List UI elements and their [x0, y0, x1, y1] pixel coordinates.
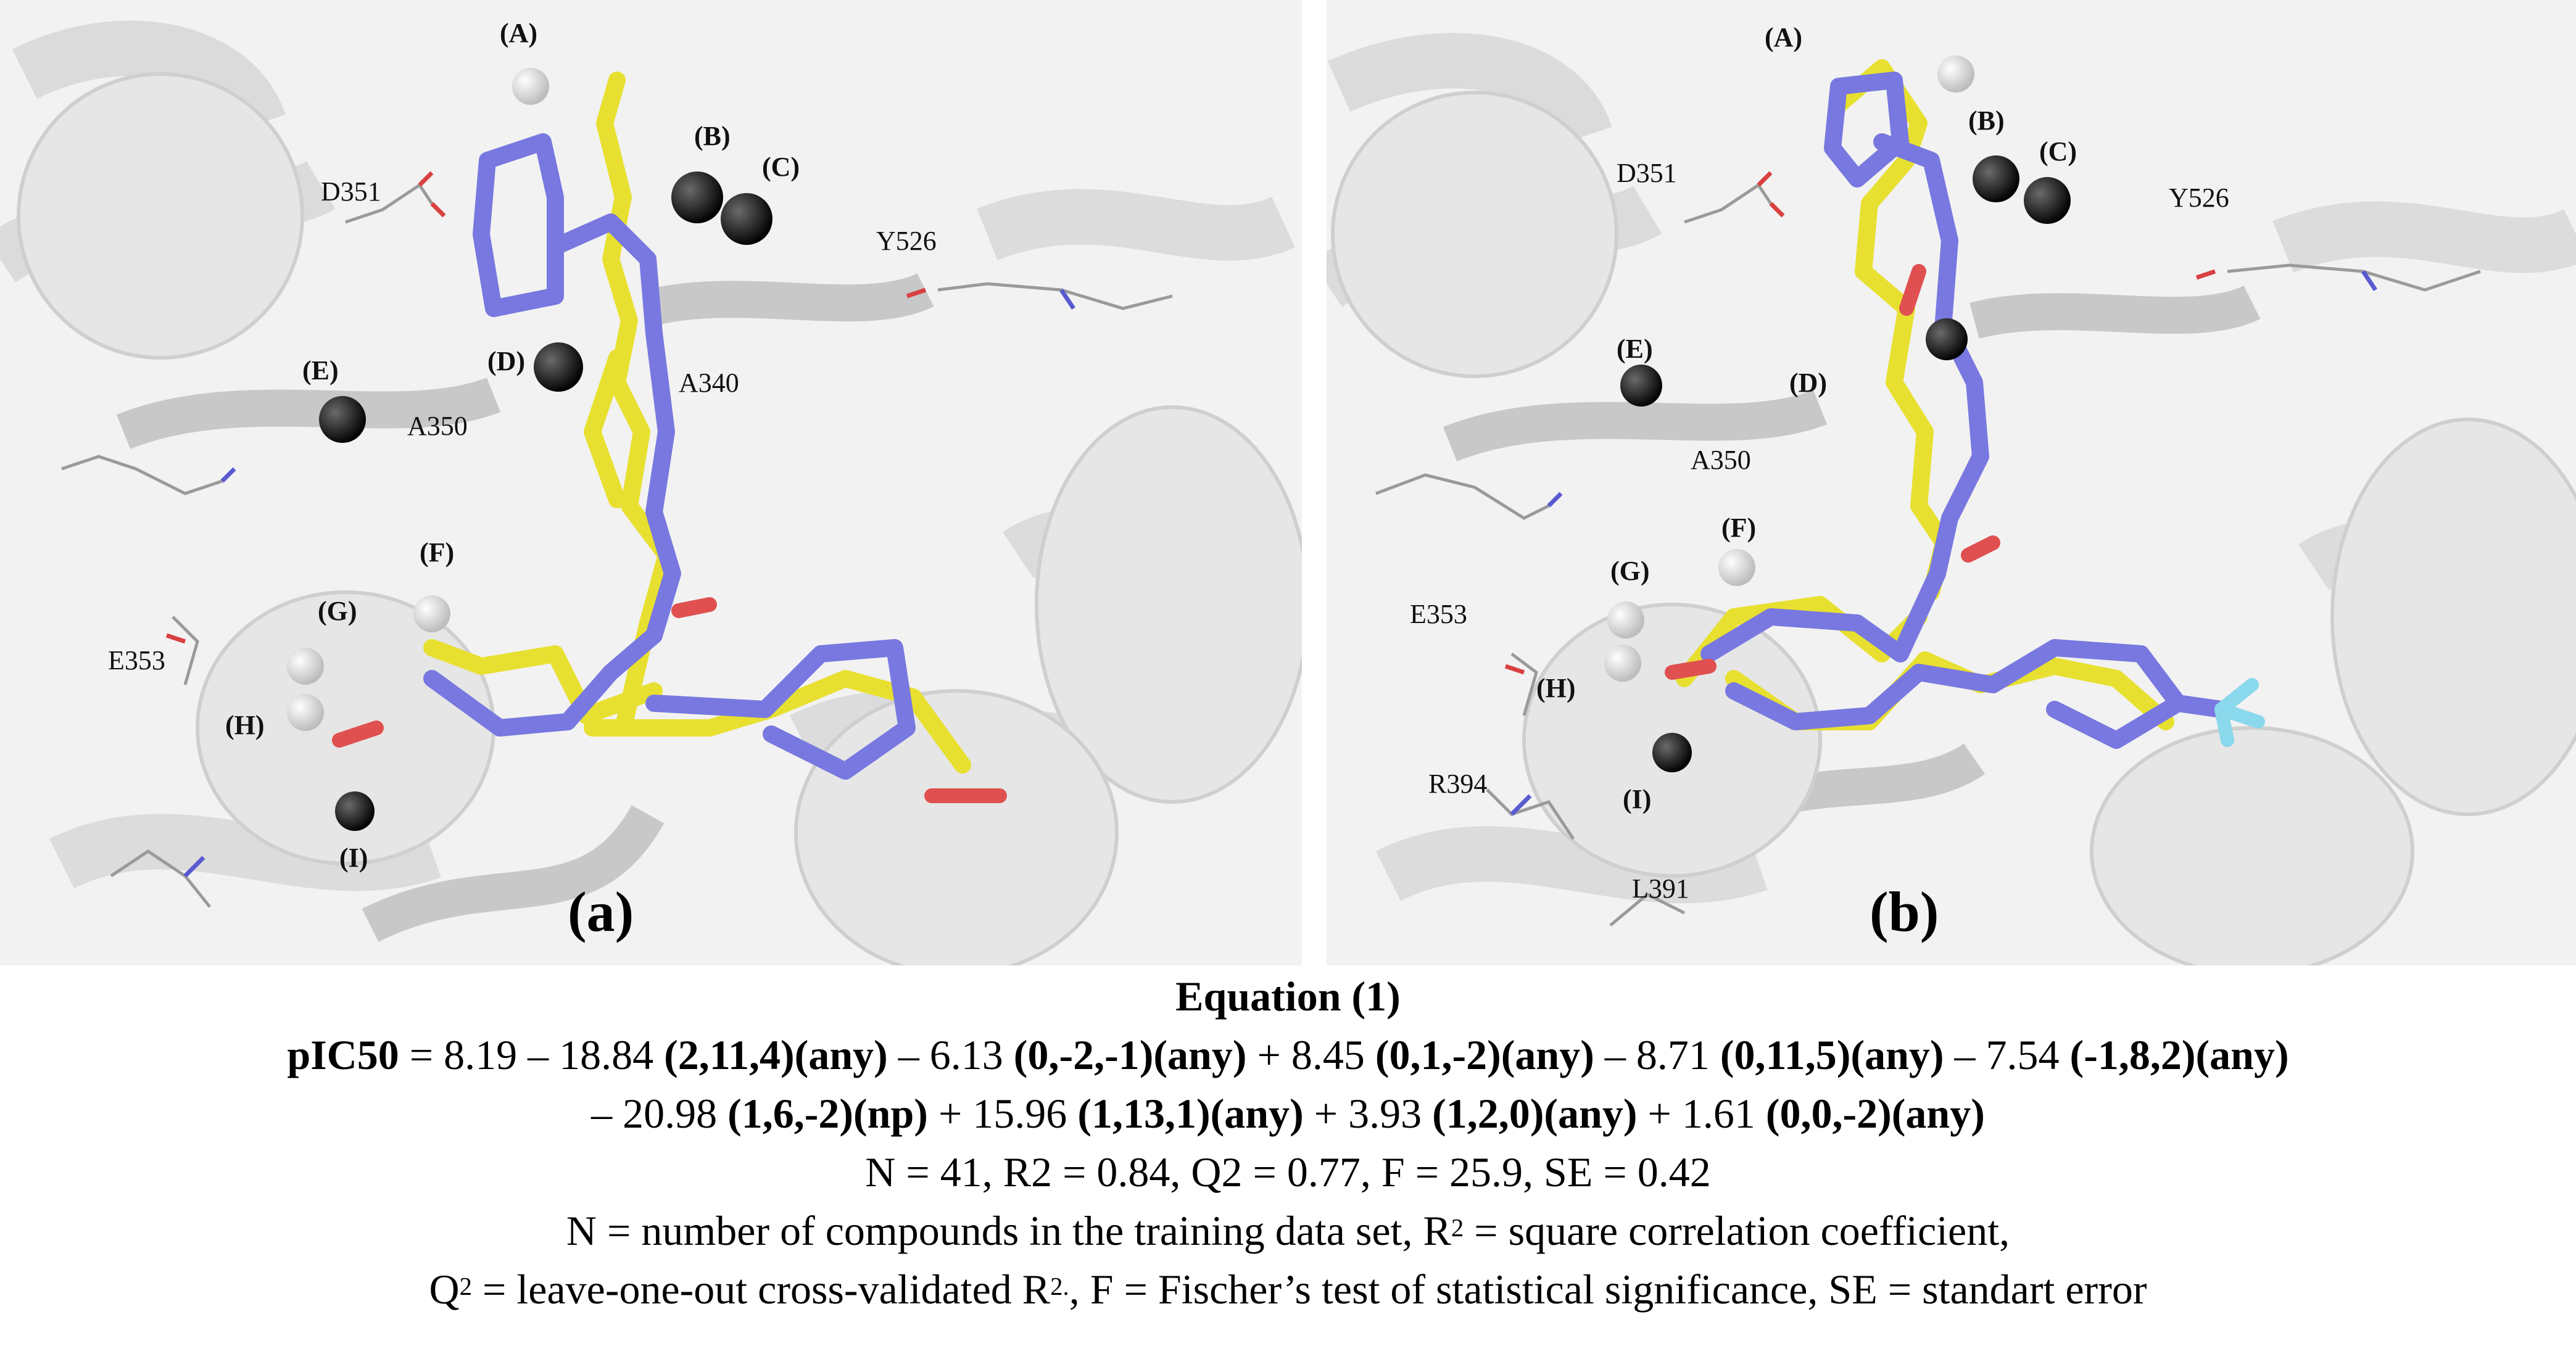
pharmacophore-point-label: (C) — [762, 152, 800, 182]
definitions-text: , F = Fischer’s test of statistical sign… — [1069, 1266, 2147, 1313]
superscript: 2 — [1451, 1214, 1464, 1242]
equation-term: (-1,8,2)(any) — [2069, 1031, 2289, 1078]
residue-label: A350 — [407, 411, 468, 441]
equation-coefficient: = 8.19 – 18.84 — [399, 1031, 665, 1078]
pharmacophore-point-label: (F) — [420, 537, 455, 568]
equation-term: (1,13,1)(any) — [1077, 1090, 1304, 1137]
equation-lhs: pIC50 — [287, 1031, 399, 1078]
equation-term: (0,1,-2)(any) — [1375, 1031, 1594, 1078]
equation-stats: N = 41, R2 = 0.84, Q2 = 0.77, F = 25.9, … — [865, 1149, 1711, 1195]
equation-title: Equation (1) — [1175, 973, 1401, 1020]
protein-ligand-render-b — [1327, 33, 2576, 965]
residue-label: R394 — [1428, 769, 1488, 799]
pharmacophore-point-label: (E) — [302, 355, 339, 386]
superscript: 2 — [459, 1273, 473, 1300]
pharmacophore-point-label: (G) — [1610, 556, 1650, 586]
figure-panel-b: (A) (B) (C) (D) (E) (F) (G) (H) (I) D351… — [1327, 0, 2576, 965]
residue-label: E353 — [108, 645, 165, 675]
pharmacophore-point-label: (B) — [694, 121, 731, 151]
equation-term: (1,2,0)(any) — [1432, 1090, 1638, 1137]
pharmacophore-point-label: (B) — [1968, 105, 2005, 136]
definitions-line-2: Q2 = leave-one-out cross-validated R2., … — [0, 1265, 2576, 1314]
pharmacophore-point-label: (C) — [2039, 136, 2077, 167]
residue-label: D351 — [1617, 158, 1677, 188]
equation-line-2: – 20.98 (1,6,-2)(np) + 15.96 (1,13,1)(an… — [0, 1089, 2576, 1138]
panel-label: (b) — [1870, 880, 1939, 943]
residue-label: A340 — [679, 368, 739, 398]
equation-term: (0,11,5)(any) — [1720, 1031, 1944, 1078]
pharmacophore-point-label: (D) — [1789, 368, 1828, 398]
definitions-text: = square correlation coefficient, — [1464, 1207, 2010, 1254]
pharmacophore-point-label: (H) — [225, 710, 265, 740]
pharmacophore-point-label: (E) — [1617, 334, 1653, 364]
protein-ligand-render-a — [0, 20, 1302, 965]
equation-coefficient: + 3.93 — [1303, 1090, 1433, 1137]
definitions-text: N = number of compounds in the training … — [566, 1207, 1451, 1254]
pharmacophore-point-label: (A) — [500, 18, 538, 48]
pharmacophore-point-label: (I) — [1623, 784, 1652, 814]
figure-panel-a: (A) (B) (C) (D) (E) (F) (G) (H) (I) D351… — [0, 0, 1302, 965]
equation-coefficient: + 15.96 — [927, 1090, 1078, 1137]
residue-label: Y526 — [876, 226, 937, 256]
equation-line-1-terms: = 8.19 – 18.84 (2,11,4)(any) – 6.13 (0,-… — [399, 1031, 2289, 1078]
panel-label: (a) — [568, 880, 634, 943]
equation-term: (2,11,4)(any) — [664, 1031, 888, 1078]
equation-coefficient: – 8.71 — [1594, 1031, 1720, 1078]
equation-coefficient: – 6.13 — [887, 1031, 1014, 1078]
definitions-text: = leave-one-out cross-validated R — [472, 1266, 1051, 1313]
pharmacophore-point-label: (H) — [1536, 673, 1576, 703]
pharmacophore-point-label: (I) — [339, 843, 368, 873]
residue-label: A350 — [1691, 445, 1751, 475]
equation-term: (0,0,-2)(any) — [1765, 1090, 1985, 1137]
pharmacophore-point-label: (D) — [487, 346, 526, 376]
equation-term: (1,6,-2)(np) — [727, 1090, 928, 1137]
equation-coefficient: – 7.54 — [1944, 1031, 2070, 1078]
definitions-line-1: N = number of compounds in the training … — [0, 1206, 2576, 1255]
superscript: 2. — [1050, 1273, 1069, 1300]
pharmacophore-point-label: (F) — [1721, 513, 1757, 543]
equation-term: (0,-2,-1)(any) — [1013, 1031, 1247, 1078]
residue-label: E353 — [1410, 599, 1467, 629]
equation-line-1: pIC50 = 8.19 – 18.84 (2,11,4)(any) – 6.1… — [0, 1030, 2576, 1080]
residue-label: L391 — [1632, 873, 1689, 904]
residue-label: D351 — [321, 176, 381, 207]
residue-label: Y526 — [2169, 183, 2229, 213]
equation-coefficient: + 1.61 — [1637, 1090, 1766, 1137]
pharmacophore-point-label: (G) — [318, 596, 357, 626]
definitions-text: Q — [429, 1266, 460, 1313]
equation-coefficient: + 8.45 — [1246, 1031, 1375, 1078]
equation-coefficient: – 20.98 — [591, 1090, 728, 1137]
pharmacophore-point-label: (A) — [1765, 22, 1803, 52]
